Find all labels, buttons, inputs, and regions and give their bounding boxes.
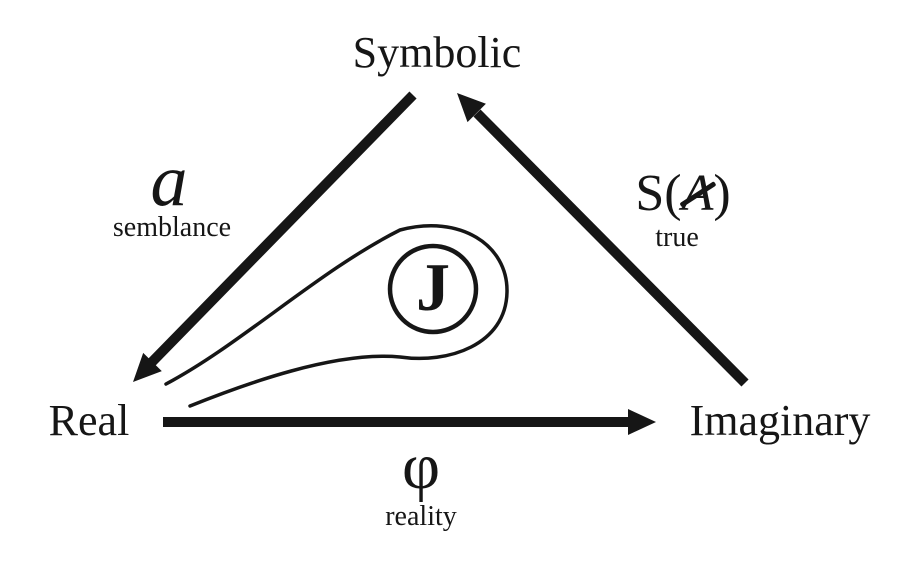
node-imaginary: Imaginary xyxy=(689,396,871,445)
edge-caption-true: true xyxy=(655,222,699,253)
arrow-symbolic-to-real-shaft xyxy=(148,91,417,366)
arrow-imaginary-to-symbolic-shaft xyxy=(473,109,749,387)
barred-a: A xyxy=(679,168,716,220)
arrowhead-up-left-icon xyxy=(457,93,486,123)
s-of-a-prefix: S( xyxy=(635,165,682,222)
node-real: Real xyxy=(48,396,130,445)
arrow-real-to-imaginary xyxy=(163,409,656,435)
arrow-symbolic-to-real xyxy=(133,91,417,382)
node-symbolic: Symbolic xyxy=(352,28,522,77)
edge-caption-semblance: semblance xyxy=(112,212,232,243)
edge-label-s-of-barred-a: S(A) xyxy=(635,168,730,220)
edge-caption-reality: reality xyxy=(385,501,457,532)
arrow-imaginary-to-symbolic xyxy=(457,93,749,387)
jouissance-spiral xyxy=(164,224,509,408)
edge-label-objet-a: a xyxy=(150,140,188,222)
edge-label-phi: φ xyxy=(401,430,441,503)
j-circle xyxy=(387,243,479,335)
arrowhead-down-left-icon xyxy=(133,352,162,382)
s-of-a-suffix: ) xyxy=(713,165,731,222)
arrowhead-right-icon xyxy=(628,409,656,435)
j-label: J xyxy=(416,249,450,325)
